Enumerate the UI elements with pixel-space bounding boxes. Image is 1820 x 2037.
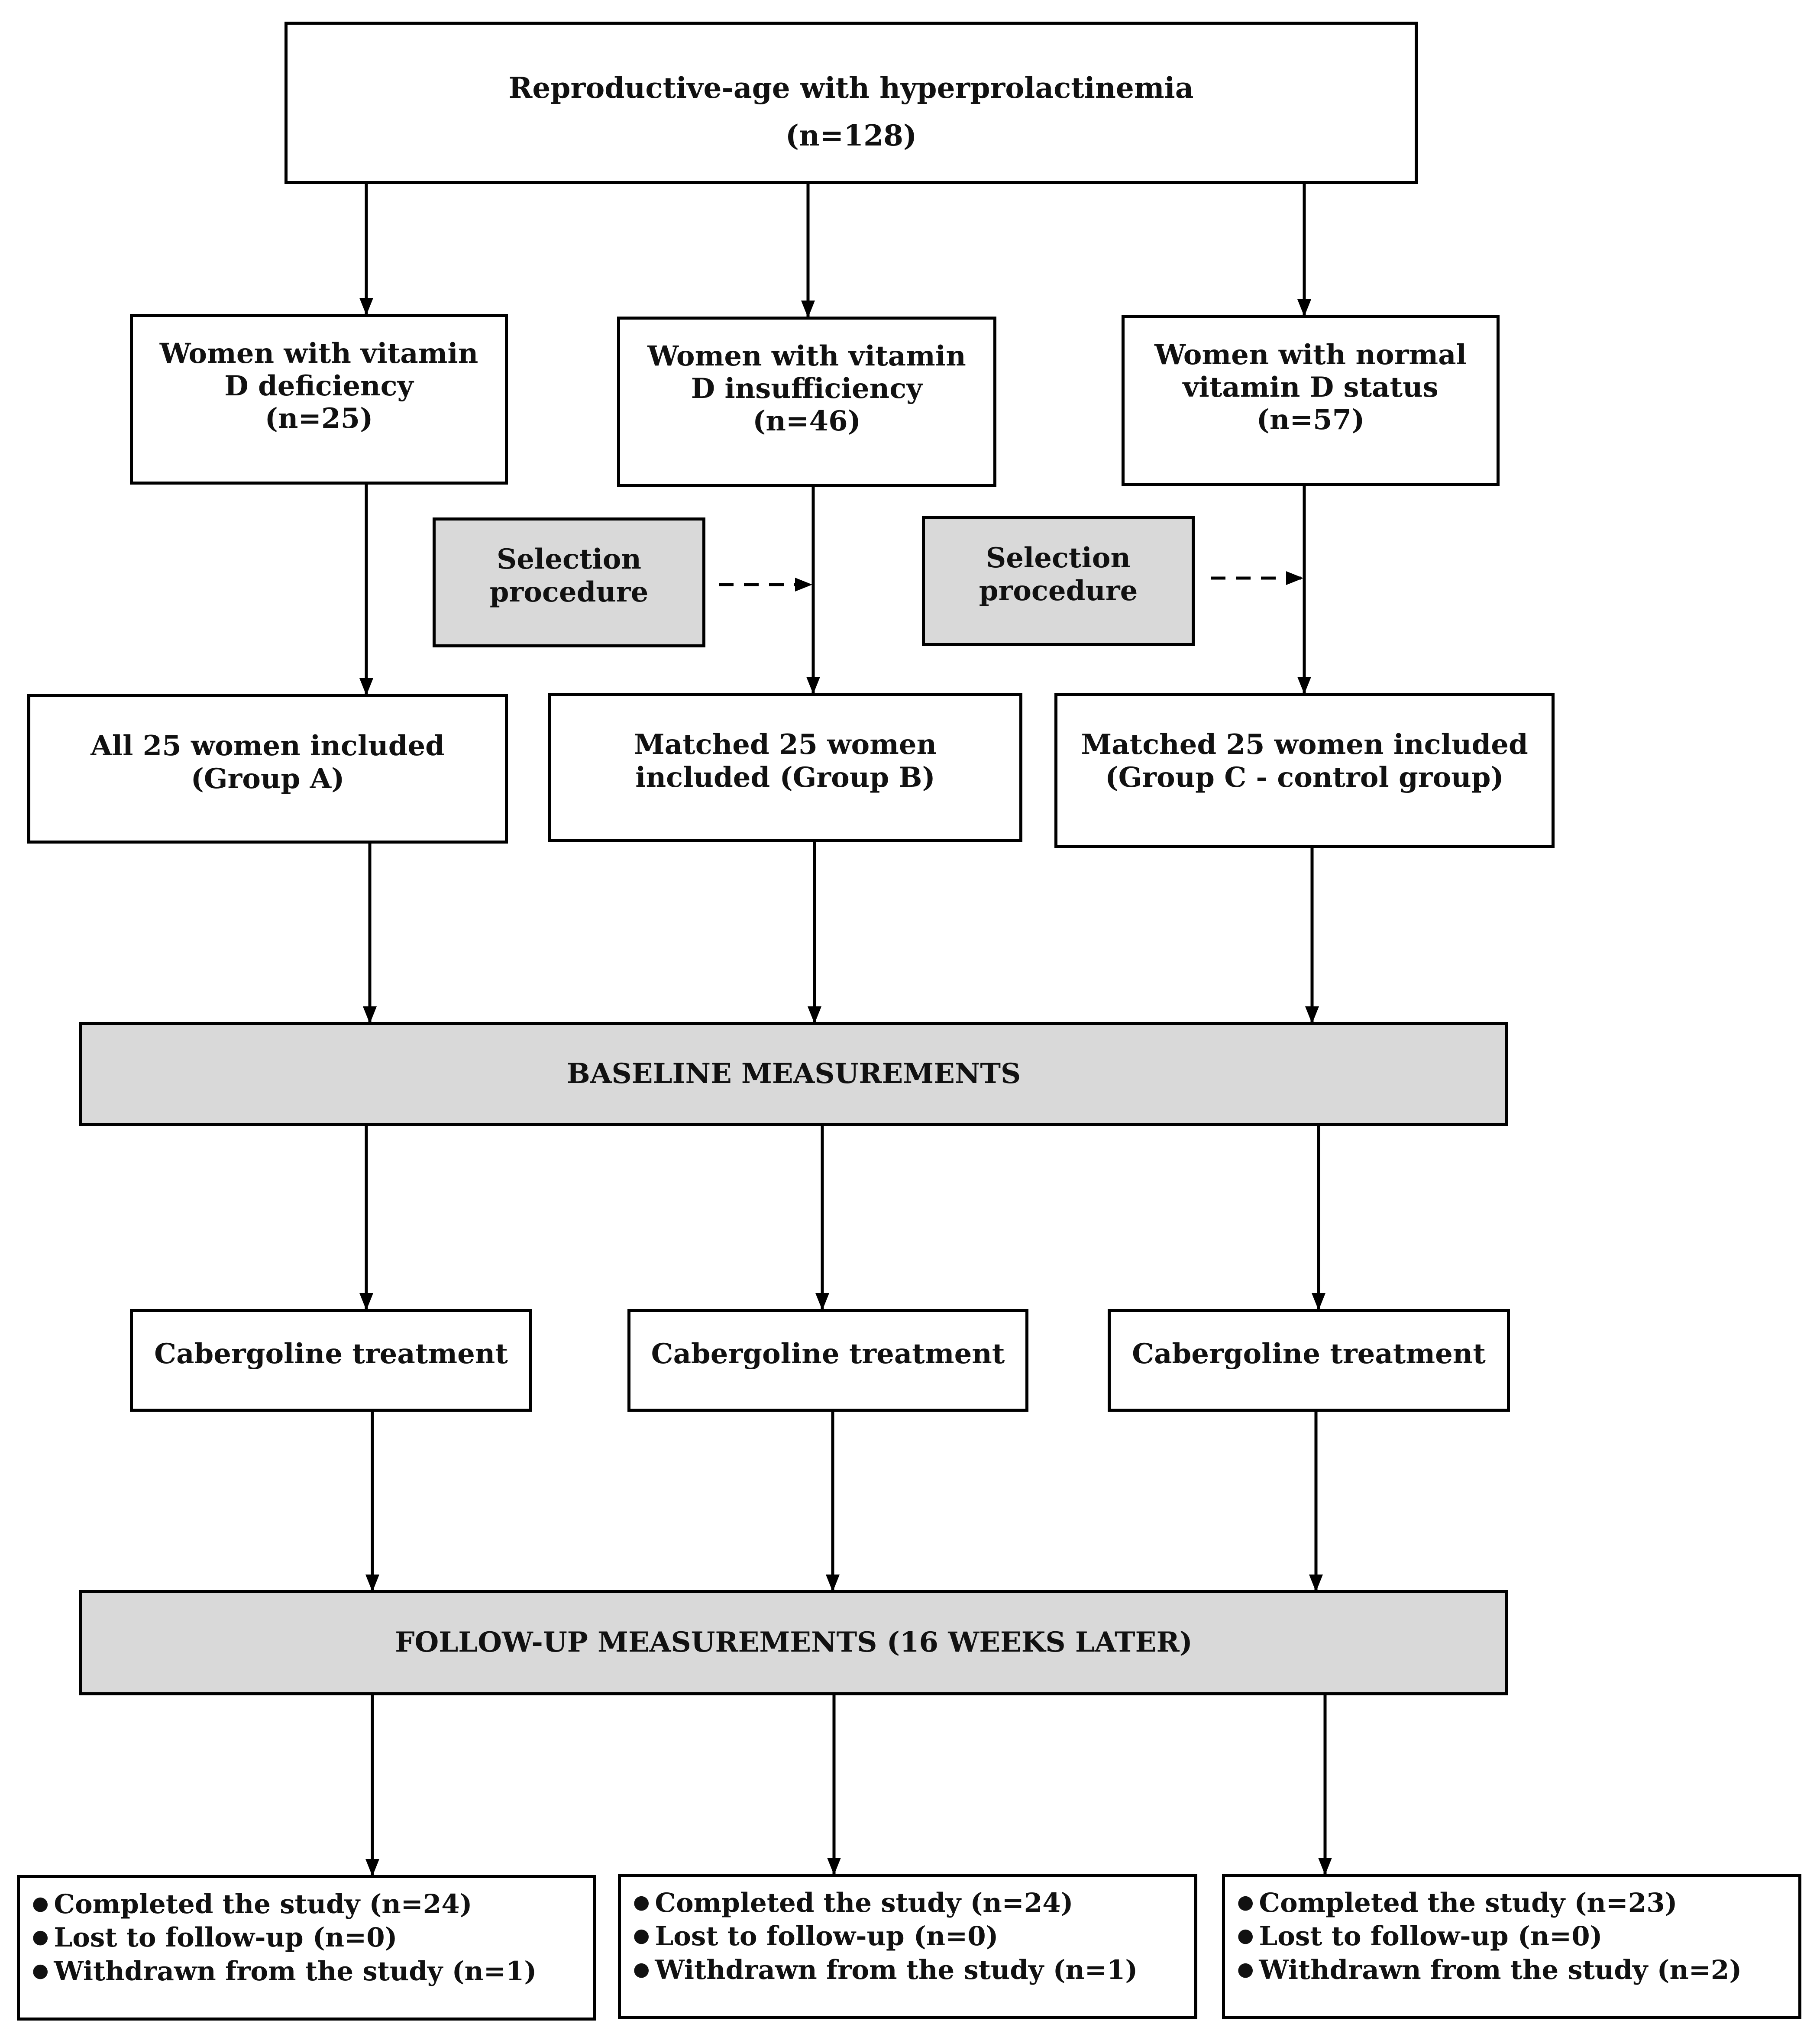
outcome-text: Withdrawn from the study (n=1): [655, 1954, 1138, 1985]
population-title: Reproductive-age with hyperprolactinemia: [508, 71, 1194, 105]
selection-procedure-box-b: Selection procedure: [433, 517, 705, 647]
status-line: Women with vitamin: [647, 340, 966, 372]
bullet-icon: ●: [32, 1892, 49, 1914]
treatment-label: Cabergoline treatment: [651, 1338, 1005, 1370]
outcome-box-group-c: ●Completed the study (n=23) ●Lost to fol…: [1222, 1874, 1801, 2019]
outcome-lost: ●Lost to follow-up (n=0): [32, 1921, 398, 1954]
outcome-withdrawn: ●Withdrawn from the study (n=1): [633, 1953, 1138, 1987]
population-box: Reproductive-age with hyperprolactinemia…: [284, 22, 1418, 184]
included-line: Matched 25 women included: [1081, 728, 1528, 761]
status-line: vitamin D status: [1183, 371, 1439, 404]
outcome-box-group-b: ●Completed the study (n=24) ●Lost to fol…: [618, 1874, 1197, 2019]
outcome-text: Completed the study (n=24): [54, 1889, 472, 1920]
included-line: All 25 women included: [91, 730, 445, 762]
bullet-icon: ●: [1237, 1891, 1254, 1913]
outcome-withdrawn: ●Withdrawn from the study (n=1): [32, 1955, 537, 1988]
outcome-lost: ●Lost to follow-up (n=0): [1237, 1920, 1603, 1953]
selection-line: procedure: [979, 574, 1138, 607]
bullet-icon: ●: [633, 1958, 650, 1980]
bullet-icon: ●: [1237, 1958, 1254, 1980]
outcome-withdrawn: ●Withdrawn from the study (n=2): [1237, 1953, 1742, 1987]
population-count: (n=128): [785, 118, 917, 152]
status-count: (n=25): [265, 402, 373, 435]
status-line: Women with vitamin: [159, 337, 478, 370]
status-line: Women with normal: [1154, 339, 1467, 371]
included-line: included (Group B): [635, 761, 935, 794]
included-line: (Group A): [191, 762, 345, 795]
outcome-text: Completed the study (n=23): [1259, 1888, 1678, 1918]
bullet-icon: ●: [633, 1891, 650, 1913]
outcome-lost: ●Lost to follow-up (n=0): [633, 1920, 999, 1953]
bullet-icon: ●: [633, 1924, 650, 1947]
outcome-completed: ●Completed the study (n=24): [32, 1888, 472, 1921]
included-line: Matched 25 women: [634, 728, 937, 761]
included-box-group-a: All 25 women included (Group A): [27, 694, 508, 844]
outcome-text: Lost to follow-up (n=0): [54, 1922, 398, 1953]
outcome-text: Lost to follow-up (n=0): [1259, 1921, 1603, 1952]
outcome-text: Withdrawn from the study (n=2): [1259, 1954, 1742, 1985]
outcome-text: Withdrawn from the study (n=1): [54, 1956, 537, 1987]
included-line: (Group C - control group): [1105, 761, 1504, 794]
bullet-icon: ●: [32, 1959, 49, 1982]
status-line: D insufficiency: [691, 372, 923, 405]
outcome-text: Lost to follow-up (n=0): [655, 1921, 999, 1952]
outcome-completed: ●Completed the study (n=24): [633, 1886, 1073, 1920]
treatment-box-b: Cabergoline treatment: [627, 1309, 1028, 1412]
treatment-box-c: Cabergoline treatment: [1108, 1309, 1510, 1412]
baseline-measurements-box: BASELINE MEASUREMENTS: [79, 1022, 1508, 1126]
outcome-completed: ●Completed the study (n=23): [1237, 1886, 1678, 1920]
followup-label: FOLLOW-UP MEASUREMENTS (16 WEEKS LATER): [395, 1626, 1193, 1659]
bullet-icon: ●: [32, 1926, 49, 1948]
status-line: D deficiency: [224, 369, 414, 402]
status-box-deficiency: Women with vitamin D deficiency (n=25): [130, 314, 508, 485]
baseline-label: BASELINE MEASUREMENTS: [566, 1057, 1021, 1090]
treatment-box-a: Cabergoline treatment: [130, 1309, 532, 1412]
status-count: (n=46): [753, 404, 861, 437]
selection-line: procedure: [489, 576, 649, 608]
included-box-group-b: Matched 25 women included (Group B): [548, 693, 1022, 842]
followup-measurements-box: FOLLOW-UP MEASUREMENTS (16 WEEKS LATER): [79, 1590, 1508, 1695]
selection-line: Selection: [986, 542, 1131, 574]
status-box-normal: Women with normal vitamin D status (n=57…: [1122, 315, 1500, 486]
selection-line: Selection: [496, 543, 642, 576]
bullet-icon: ●: [1237, 1924, 1254, 1947]
included-box-group-c: Matched 25 women included (Group C - con…: [1054, 693, 1555, 848]
treatment-label: Cabergoline treatment: [154, 1338, 508, 1370]
outcome-text: Completed the study (n=24): [655, 1888, 1073, 1918]
outcome-box-group-a: ●Completed the study (n=24) ●Lost to fol…: [17, 1875, 596, 2021]
status-count: (n=57): [1256, 403, 1365, 436]
treatment-label: Cabergoline treatment: [1132, 1338, 1486, 1370]
selection-procedure-box-c: Selection procedure: [922, 516, 1195, 646]
status-box-insufficiency: Women with vitamin D insufficiency (n=46…: [617, 317, 996, 487]
